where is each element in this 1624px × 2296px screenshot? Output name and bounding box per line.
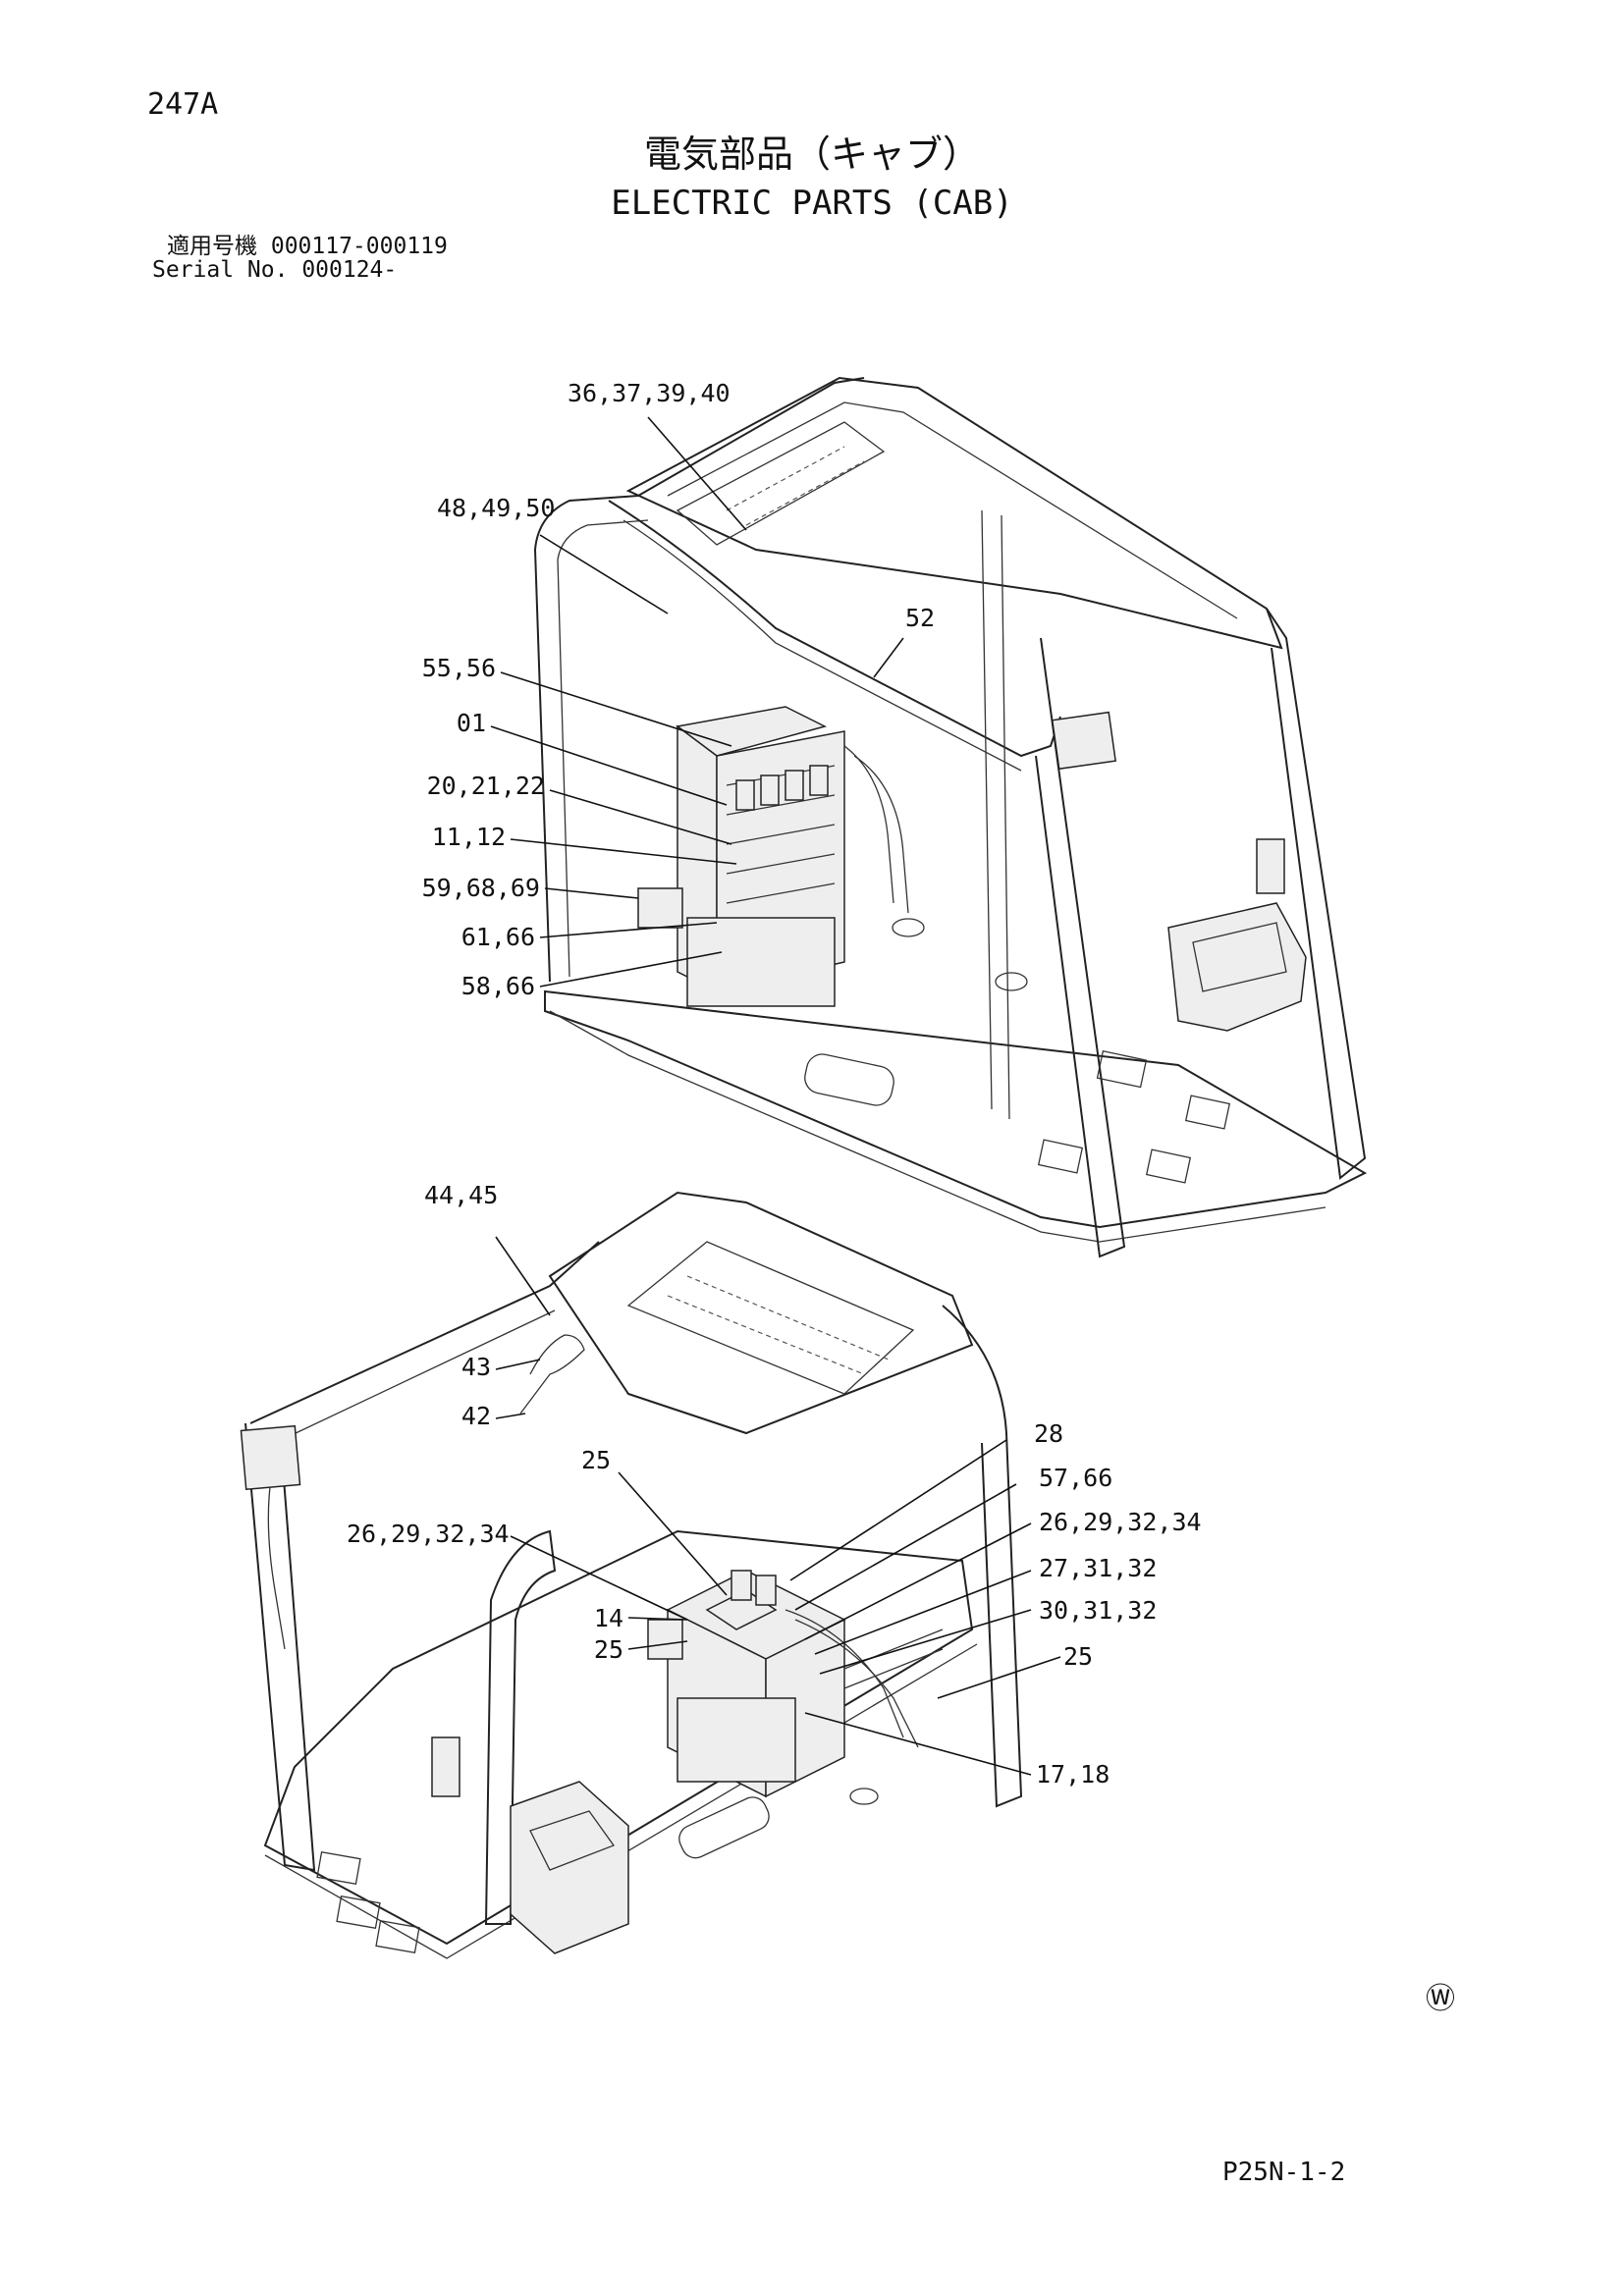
floor-cutout-b2 [316,1850,361,1886]
floor-cutout-3 [1184,1095,1231,1130]
side-console-bottom-detail [529,1810,616,1871]
figure-code: P25N-1-2 [1222,2158,1346,2187]
floor-cutout-4 [1037,1139,1084,1174]
callout-25-a: 25 [581,1446,612,1474]
callout-26-29-32-34-right: 26,29,32,34 [1039,1508,1202,1536]
callout-43: 43 [460,1353,491,1381]
cab-roof [625,376,1283,650]
floor-grommet-b1 [849,1788,879,1805]
cab-rear-frame-inner [557,519,649,978]
cab-floor-plate [544,989,1368,1229]
harness-lead-bottom [519,1334,585,1415]
side-console-bottom [510,1781,629,1954]
electric-box-cluster-bottom [647,1570,944,1798]
title-japanese: 電気部品（キャブ） [643,133,980,176]
cab-roof-console-bottom [626,1241,915,1395]
floor-cutout-2 [1096,1049,1148,1089]
serial-range-english: Serial No. 000124- [152,257,398,283]
callout-59-68-69: 59,68,69 [421,874,540,902]
floor-cutout-b1 [678,1796,770,1859]
harness-box-top [1051,711,1117,771]
page-number: 247A [147,87,219,122]
harness-cable-bottom [267,1486,286,1650]
cab-side-rail [608,500,1061,758]
callout-30-31-32: 30,31,32 [1039,1596,1158,1625]
callout-20-21-22: 20,21,22 [426,772,545,800]
callout-61-66: 61,66 [460,923,535,951]
callout-28: 28 [1034,1419,1064,1448]
callout-14: 14 [593,1604,623,1632]
callout-25-c: 25 [1063,1642,1094,1671]
cab-roof-console [676,421,886,546]
floor-grommet-2 [995,972,1028,991]
harness-box-bottom [240,1424,301,1491]
cab-bottom-view [240,1191,1023,1959]
cab-side-rail-bottom [249,1241,600,1424]
cab-window-post [981,509,1010,1120]
watermark-symbol: Ⓦ [1426,1982,1455,2016]
callout-44-45: 44,45 [424,1181,499,1209]
floor-cutout-b4 [375,1919,420,1954]
cab-floor-edge [549,1010,1326,1243]
cab-top-view [533,376,1368,1258]
serial-range-japanese: 適用号機 000117-000119 [167,234,448,259]
floor-grommet-1 [892,918,925,937]
cab-roof-console-bottom-detail [667,1275,890,1375]
title-english: ELECTRIC PARTS (CAB) [611,184,1013,223]
cab-rear-frame-bottom [942,1305,1023,1808]
side-console-detail [1192,922,1287,992]
callout-17-18: 17,18 [1036,1760,1110,1789]
callout-55-56: 55,56 [421,654,496,682]
callout-52: 52 [905,604,936,632]
electric-box-cluster-top [637,706,909,1007]
callout-58-66: 58,66 [460,972,535,1000]
cab-side-rail-bottom-inner [274,1309,556,1444]
callout-01: 01 [456,709,486,737]
joystick-top [1256,838,1285,894]
cab-rear-frame [533,377,865,983]
callout-27-31-32: 27,31,32 [1039,1554,1158,1582]
callout-36-37-39-40: 36,37,39,40 [568,379,731,407]
cab-roof-console-detail [726,446,865,526]
callout-26-29-32-34-left: 26,29,32,34 [347,1520,510,1548]
callout-11-12: 11,12 [431,823,506,851]
cab-front-pillar [1266,608,1367,1180]
side-console-box [1167,902,1307,1032]
floor-cutout-1 [804,1053,894,1106]
floor-cutout-5 [1145,1148,1192,1184]
cab-roof-inner [667,401,1238,619]
callout-57-66: 57,66 [1039,1464,1113,1492]
callout-48-49-50: 48,49,50 [437,494,556,522]
joystick-bottom [431,1736,460,1797]
callout-42: 42 [460,1402,491,1430]
leader-lines [490,416,1061,1776]
cab-front-pillar-left [1035,637,1126,1258]
callout-25-b: 25 [593,1635,623,1664]
floor-cutout-b3 [336,1895,381,1930]
cab-front-pillar-bottom [244,1422,316,1872]
cab-roof-bottom [548,1191,974,1435]
cab-side-rail-inner [623,519,1022,772]
cab-rear-pillar-bottom [484,1529,557,1925]
